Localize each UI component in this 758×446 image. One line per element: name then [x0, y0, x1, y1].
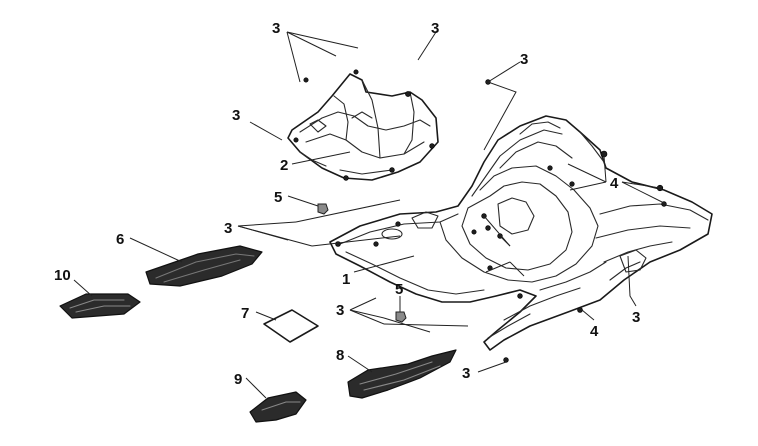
callout-3-lower: 3 [336, 302, 344, 319]
callout-5-lower: 5 [395, 281, 403, 298]
fastener-5-upper [317, 203, 329, 215]
callout-3-mid-left: 3 [224, 220, 232, 237]
leader-lines [73, 31, 667, 399]
part-2-inner-tray [287, 69, 439, 181]
part-6-left-floor-mat [145, 245, 263, 287]
callout-3-top-right: 3 [431, 20, 439, 37]
callout-3-right-lower: 3 [632, 309, 640, 326]
callout-4-right: 4 [610, 175, 619, 192]
callout-7: 7 [241, 305, 249, 322]
part-10-step-plate [59, 293, 141, 319]
callout-labels: 3 3 3 3 2 5 4 3 6 1 10 7 3 5 4 3 8 3 9 [54, 20, 640, 388]
callout-9: 9 [234, 371, 242, 388]
callout-3-upper-right: 3 [520, 51, 528, 68]
callout-3-bottom: 3 [462, 365, 470, 382]
callout-8: 8 [336, 347, 344, 364]
callout-5-upper: 5 [274, 189, 282, 206]
part-1-floor-frame [329, 79, 713, 363]
part-8-right-floor-mat [347, 349, 457, 399]
callout-4-lower-right: 4 [590, 323, 599, 340]
callout-10: 10 [54, 267, 71, 284]
callout-6: 6 [116, 231, 124, 248]
part-9-small-step [249, 391, 307, 423]
callout-1: 1 [342, 271, 350, 288]
callout-3-top-left: 3 [272, 20, 280, 37]
fastener-5-lower [395, 311, 407, 323]
callout-2: 2 [280, 157, 288, 174]
part-7-small-panel [263, 309, 319, 343]
callout-3-left: 3 [232, 107, 240, 124]
